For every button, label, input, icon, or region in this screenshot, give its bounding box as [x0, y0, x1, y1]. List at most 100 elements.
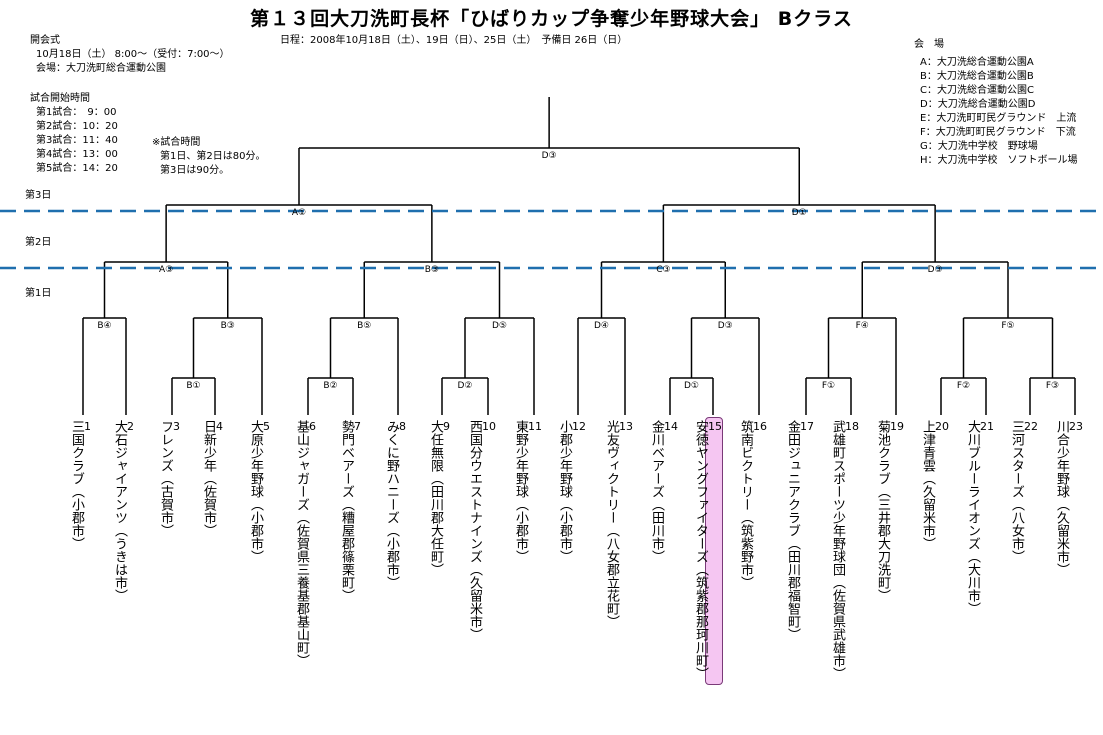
team-name: 日新少年（佐賀市）: [201, 420, 216, 537]
day-1-label: 第1日: [25, 288, 52, 299]
team-number: 16: [753, 420, 767, 433]
team-number: 21: [980, 420, 994, 433]
team-name: 三国クラブ（小郡市）: [69, 420, 84, 550]
opening-heading: 開会式: [30, 35, 60, 46]
team-number: 9: [443, 420, 450, 433]
page-title: 第１３回大刀洗町長杯「ひばりカップ争奪少年野球大会」 Bクラス: [250, 8, 853, 30]
start-time-item: 第5試合：14：20: [36, 163, 118, 174]
team-name: 武雄町スポーツ少年野球団（佐賀県武雄市）: [830, 420, 845, 680]
start-time-item: 第1試合： 9：00: [36, 107, 117, 118]
team-number: 22: [1024, 420, 1038, 433]
day-2-label: 第2日: [25, 237, 52, 248]
team-name: 大石ジャイアンツ（うきは市）: [112, 420, 127, 602]
team-name: フレンズ（古賀市）: [158, 420, 173, 537]
team-name: 安徳ヤングファイターズ（筑紫郡那珂川町）: [693, 420, 708, 680]
match-label: D①: [791, 208, 807, 218]
match-label: D③: [541, 151, 557, 161]
start-time-item: 第3試合：11：40: [36, 135, 118, 146]
team-name: 基山ジャガーズ（佐賀県三養基郡基山町）: [294, 420, 309, 667]
note-line: 第3日は90分。: [160, 165, 230, 176]
venue-list: 会 場 A：大刀洗総合運動公園A B：大刀洗総合運動公園B C：大刀洗総合運動公…: [914, 38, 1078, 168]
team-number: 1: [84, 420, 91, 433]
venue-item: F：大刀洗町町民グラウンド 下流: [920, 127, 1076, 138]
team-name: 菊池クラブ（三井郡大刀洗町）: [875, 420, 890, 602]
team-name: 西国分ウエストナインズ（久留米市）: [467, 420, 482, 641]
team-name: 光友ヴィクトリー（八女郡立花町）: [604, 420, 619, 628]
opening-datetime: 10月18日（土） 8:00～（受付：7:00～）: [36, 49, 230, 60]
start-times: 試合開始時間 第1試合： 9：00 第2試合：10：20 第3試合：11：40 …: [30, 92, 118, 176]
venue-item: D：大刀洗総合運動公園D: [920, 99, 1036, 110]
match-label: F②: [956, 381, 971, 391]
match-label: D②: [457, 381, 473, 391]
team-number: 8: [399, 420, 406, 433]
start-times-heading: 試合開始時間: [30, 93, 90, 104]
match-label: F③: [1045, 381, 1060, 391]
game-time-note: ※試合時間 第1日、第2日は80分。 第3日は90分。: [152, 136, 265, 178]
team-number: 2: [127, 420, 134, 433]
match-label: D⑤: [492, 321, 507, 331]
match-label: D③: [927, 265, 943, 275]
start-time-item: 第4試合：13：00: [36, 149, 118, 160]
team-number: 15: [708, 420, 722, 433]
team-number: 18: [845, 420, 859, 433]
venue-item: E：大刀洗町町民グラウンド 上流: [920, 113, 1077, 124]
team-name: 三河スターズ（八女市）: [1009, 420, 1024, 563]
team-name: 川合少年野球（久留米市）: [1054, 420, 1069, 576]
match-label: D③: [717, 321, 733, 331]
team-number: 5: [263, 420, 270, 433]
team-number: 11: [528, 420, 542, 433]
team-name: 勢門ベアーズ（糟屋郡篠栗町）: [339, 420, 354, 602]
venue-item: B：大刀洗総合運動公園B: [920, 71, 1034, 82]
team-name: 金川ベアーズ（田川市）: [649, 420, 664, 563]
team-number: 14: [664, 420, 678, 433]
team-name: 筑南ビクトリー（筑紫野市）: [738, 420, 753, 589]
team-number: 7: [354, 420, 361, 433]
team-number: 17: [800, 420, 814, 433]
match-label: A①: [291, 208, 307, 218]
match-label: B④: [97, 321, 112, 331]
venue-item: G：大刀洗中学校 野球場: [920, 141, 1038, 152]
start-time-item: 第2試合：10：20: [36, 121, 118, 132]
note-line: 第1日、第2日は80分。: [160, 151, 266, 162]
match-label: F④: [855, 321, 869, 331]
venue-item: C：大刀洗総合運動公園C: [920, 85, 1034, 96]
opening-ceremony-info: 開会式 10月18日（土） 8:00～（受付：7:00～） 会場：大刀洗町総合運…: [30, 34, 230, 76]
match-label: A③: [159, 265, 174, 275]
match-label: B①: [186, 381, 201, 391]
match-label: D④: [594, 321, 609, 331]
team-number: 19: [890, 420, 904, 433]
venue-item: H：大刀洗中学校 ソフトボール場: [920, 155, 1078, 166]
team-number: 12: [572, 420, 586, 433]
schedule-text: 日程：2008年10月18日（土）、19日（日）、25日（土） 予備日 26日（…: [280, 35, 628, 46]
team-name: 金田ジュニアクラブ（田川郡福智町）: [785, 420, 800, 641]
venue-item: A：大刀洗総合運動公園A: [920, 57, 1034, 68]
team-name: 東野少年野球（小郡市）: [513, 420, 528, 563]
team-number: 23: [1069, 420, 1083, 433]
match-label: D①: [684, 381, 699, 391]
match-label: B③: [424, 265, 439, 275]
team-name: 大川ブルーライオンズ（大川市）: [965, 420, 980, 615]
opening-venue: 会場：大刀洗町総合運動公園: [36, 63, 166, 74]
team-number: 10: [482, 420, 496, 433]
team-number: 20: [935, 420, 949, 433]
team-name: 大任無限（田川郡大任町）: [428, 420, 443, 576]
